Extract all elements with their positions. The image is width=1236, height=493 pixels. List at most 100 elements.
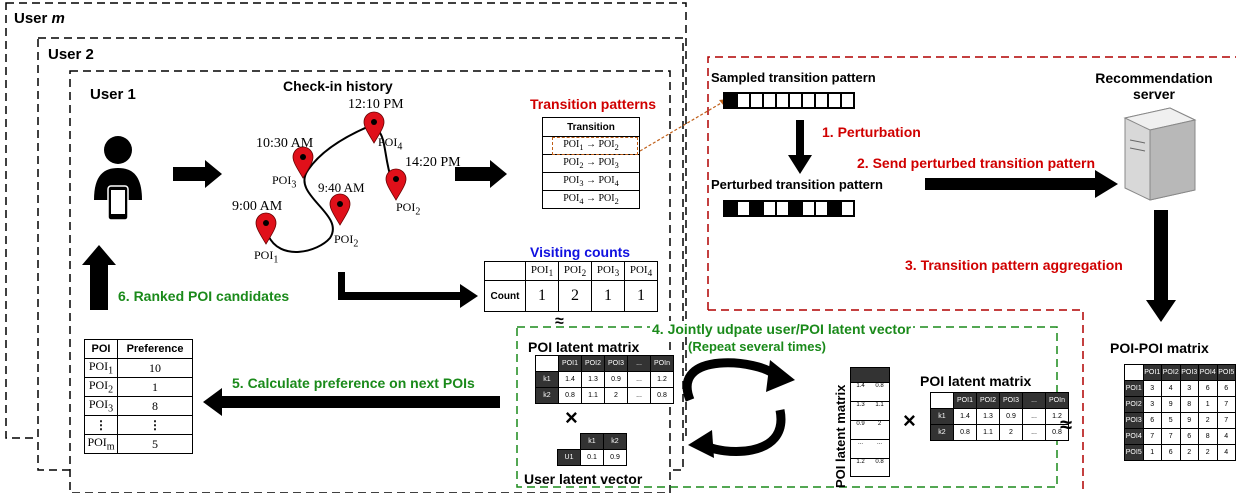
perturbed-bitvector — [723, 200, 855, 217]
latent-cell: 1.3 — [976, 408, 1000, 425]
matrix-cell: 4 — [1161, 380, 1181, 397]
latent-cell: 0.9 — [604, 371, 628, 388]
multiply-symbol: × — [565, 405, 578, 430]
transition-table: Transition POI1 → POI2 POI2 → POI3 POI3 … — [542, 117, 640, 209]
matrix-cell: 6 — [1216, 380, 1236, 397]
k-label: k1 — [580, 433, 604, 450]
matrix-row-header: POI4 — [1124, 428, 1144, 445]
vc-row-label: Count — [484, 280, 526, 312]
matrix-cell: 1 — [1198, 396, 1218, 413]
poi-label: POI2 — [396, 200, 421, 218]
matrix-col-header: POI3 — [1179, 364, 1199, 381]
pref-header: POI — [84, 339, 118, 359]
highlight-box — [552, 137, 638, 155]
matrix-cell: 7 — [1216, 412, 1236, 429]
step-3: 3. Transition pattern aggregation — [905, 257, 1123, 273]
k-label: k2 — [603, 433, 627, 450]
latent-cell: 2 — [999, 424, 1023, 441]
approx-symbol: ≈ — [555, 313, 564, 330]
poi-label: POI1 — [254, 248, 279, 266]
latent-row-header: k2 — [930, 424, 954, 441]
step-4-note: (Repeat several times) — [688, 339, 827, 354]
pref-poi: ⋮ — [84, 415, 118, 435]
poi-label: POI4 — [378, 135, 403, 153]
poi-label: POI3 — [272, 173, 297, 191]
matrix-cell: 4 — [1216, 428, 1236, 445]
matrix-cell: 6 — [1161, 444, 1181, 461]
checkin-title: Check-in history — [283, 78, 393, 94]
matrix-row-header: POI3 — [1124, 412, 1144, 429]
poi-poi-title: POI-POI matrix — [1110, 340, 1209, 356]
pin-icon — [329, 193, 351, 226]
latent-cell: 1.4 — [953, 408, 977, 425]
matrix-cell: 9 — [1179, 412, 1199, 429]
step-6: 6. Ranked POI candidates — [118, 288, 290, 304]
latent-cell: 0.8 — [650, 387, 674, 404]
latent-cell: 0.8 — [953, 424, 977, 441]
vc-header: POI4 — [624, 261, 658, 281]
latent-cell: ... — [1022, 408, 1046, 425]
matrix-row-header: POI1 — [1124, 380, 1144, 397]
matrix-cell: 2 — [1198, 444, 1218, 461]
matrix-row-header: POI5 — [1124, 444, 1144, 461]
latent-cell: 1.3 — [581, 371, 605, 388]
time-label: 14:20 PM — [405, 155, 461, 170]
matrix-cell: 5 — [1161, 412, 1181, 429]
matrix-cell: 1 — [1142, 444, 1162, 461]
poi-latent-title-right: POI latent matrix — [920, 373, 1032, 389]
vc-value: 1 — [591, 280, 625, 312]
latent-col-header: POI3 — [604, 355, 628, 372]
latent-cell: 1.1 — [581, 387, 605, 404]
matrix-cell: 6 — [1179, 428, 1199, 445]
pin-icon — [363, 111, 385, 144]
matrix-cell: 6 — [1198, 380, 1218, 397]
latent-col-header: ... — [1022, 392, 1046, 409]
latent-col-header: POIn — [1045, 392, 1069, 409]
matrix-cell: 3 — [1142, 380, 1162, 397]
time-label: 9:40 AM — [318, 180, 365, 195]
matrix-col-header: POI5 — [1216, 364, 1236, 381]
bit-cell — [840, 200, 855, 217]
pref-value: 1 — [117, 377, 193, 397]
user-2-label: User 2 — [48, 46, 94, 63]
time-label: 12:10 PM — [348, 97, 404, 112]
latent-col-header: ... — [627, 355, 651, 372]
matrix-col-header: POI1 — [1142, 364, 1162, 381]
transition-header: Transition — [542, 117, 640, 137]
vc-value: 1 — [624, 280, 658, 312]
latent-cell: 1.1 — [976, 424, 1000, 441]
latent-col-header: POI2 — [581, 355, 605, 372]
visiting-counts-title: Visiting counts — [530, 244, 631, 260]
transition-patterns-title: Transition patterns — [530, 96, 657, 112]
step-1: 1. Perturbation — [822, 124, 921, 140]
pref-value: 8 — [117, 396, 193, 416]
pref-poi: POI1 — [84, 358, 118, 378]
user-label: U1 — [557, 449, 581, 466]
time-label: 10:30 AM — [256, 136, 314, 151]
sampled-label: Sampled transition pattern — [711, 70, 876, 85]
user-1-label: User 1 — [90, 86, 136, 103]
user-val: 0.1 — [580, 449, 604, 466]
latent-cell: 1.4 — [558, 371, 582, 388]
sampled-bitvector — [723, 92, 855, 109]
matrix-cell: 3 — [1179, 380, 1199, 397]
matrix-cell: 9 — [1161, 396, 1181, 413]
step-2: 2. Send perturbed transition pattern — [857, 155, 1096, 171]
latent-cell: ... — [627, 387, 651, 404]
poi-label: POI2 — [334, 232, 359, 250]
pref-poi: POIm — [84, 434, 118, 454]
matrix-cell: 2 — [1179, 444, 1199, 461]
approx-symbol: ≈ — [1060, 412, 1073, 437]
time-label: 9:00 AM — [232, 199, 283, 214]
step-4: 4. Jointly udpate user/POI latent vector — [650, 321, 914, 337]
vc-header: POI1 — [525, 261, 559, 281]
matrix-cell: 3 — [1142, 396, 1162, 413]
matrix-cell: 7 — [1216, 396, 1236, 413]
